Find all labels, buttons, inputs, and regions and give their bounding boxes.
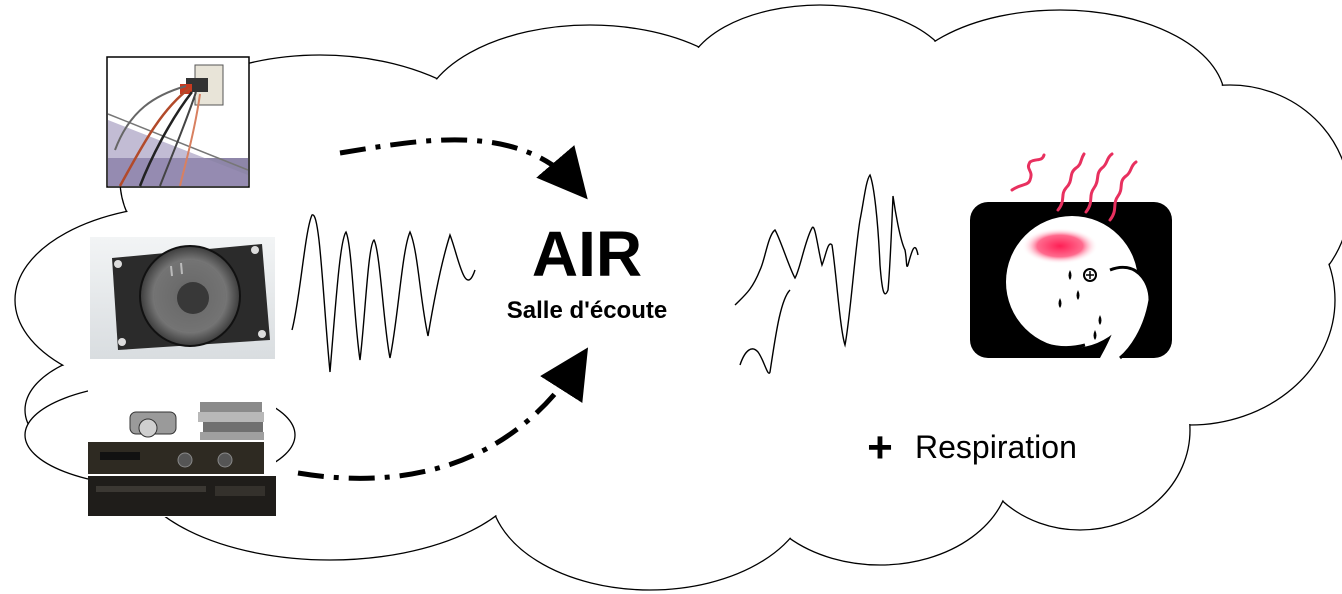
loudspeaker-image [90,237,275,359]
wall-outlet-cables-image [106,56,250,188]
waveform-distorted [734,173,919,374]
waveform-clean [291,214,476,373]
arrow-bottom [297,347,589,481]
hifi-equipment-image [88,360,276,517]
center-subtitle: Salle d'écoute [507,297,667,324]
respiration-label: Respiration [915,429,1077,465]
center-title: AIR [532,218,642,290]
plus-symbol: + [867,423,893,472]
pain-lines [1010,152,1138,222]
arrow-top [339,137,588,200]
headache-listener-image [970,202,1172,360]
